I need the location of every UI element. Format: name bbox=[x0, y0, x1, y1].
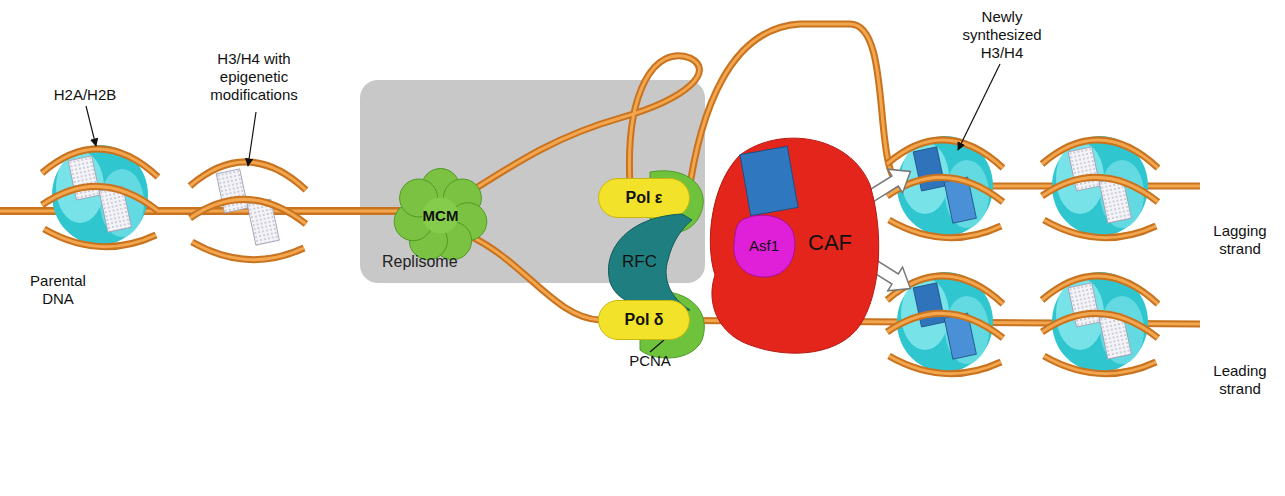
node-text: CAF bbox=[808, 230, 852, 256]
parental-nucleosome bbox=[42, 145, 158, 247]
node-text: Asf1 bbox=[749, 237, 779, 254]
polymerase-epsilon: Pol ε bbox=[598, 178, 690, 218]
old-nucleosome bbox=[1042, 272, 1158, 374]
node-text: Pol ε bbox=[626, 189, 663, 207]
histone-label: H2A/H2B bbox=[35, 86, 135, 104]
node-text: Replisome bbox=[382, 253, 458, 271]
old-nucleosome bbox=[1042, 136, 1158, 238]
caf-chaperone: CAF Asf1 bbox=[700, 125, 880, 360]
histone-label: Newly synthesized H3/H4 bbox=[952, 8, 1052, 62]
histone-label: H3/H4 with epigenetic modifications bbox=[200, 50, 308, 104]
parental-histone bbox=[190, 162, 306, 260]
mcm-helicase: MCM bbox=[393, 168, 488, 263]
dna-label: Parental DNA bbox=[22, 272, 94, 308]
node-text: MCM bbox=[423, 207, 459, 224]
node-text: Pol δ bbox=[624, 311, 663, 329]
strand-label: Lagging strand bbox=[1200, 222, 1280, 258]
strand-label: Leading strand bbox=[1200, 362, 1280, 398]
protein-label: PCNA bbox=[620, 352, 680, 370]
dna-strands bbox=[0, 24, 1200, 324]
polymerase-delta: Pol δ bbox=[598, 300, 690, 340]
node-text: RFC bbox=[622, 252, 657, 272]
asf1-chaperone: Asf1 bbox=[732, 212, 796, 278]
rfc-clamp-loader: RFC bbox=[600, 212, 692, 312]
